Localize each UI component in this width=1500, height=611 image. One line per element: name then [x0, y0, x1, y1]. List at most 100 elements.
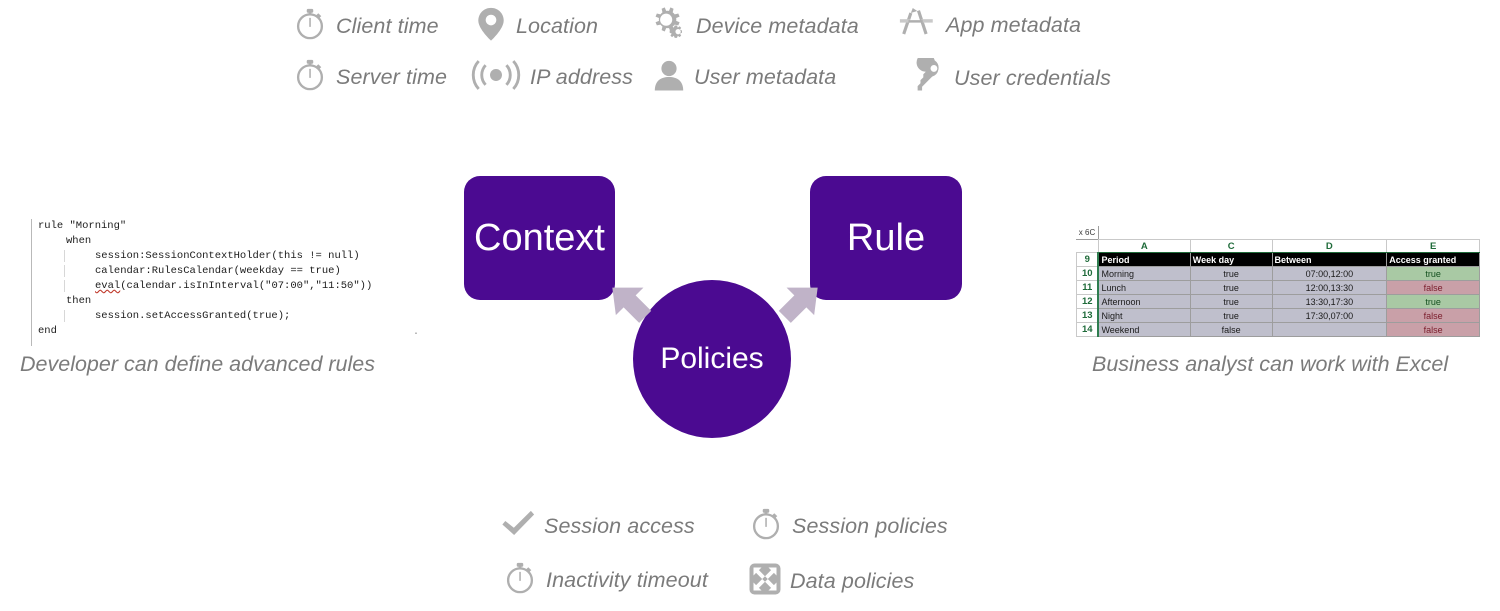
- context-node[interactable]: Context: [464, 176, 615, 300]
- excel-row-number[interactable]: 12: [1076, 294, 1100, 309]
- context-input-client-time: Client time: [292, 6, 439, 47]
- context-input-device-metadata: Device metadata: [650, 6, 859, 47]
- map-pin-icon: [474, 6, 508, 47]
- excel-cell-access-granted[interactable]: false: [1386, 322, 1480, 337]
- code-eval-token: eval: [95, 280, 121, 292]
- output-data-policies: Data policies: [748, 562, 914, 601]
- excel-cell-between[interactable]: 12:00,13:30: [1271, 280, 1388, 295]
- excel-cell-access-granted[interactable]: true: [1386, 266, 1480, 281]
- developer-caption: Developer can define advanced rules: [20, 352, 375, 376]
- excel-cell-between[interactable]: 13:30,17:30: [1271, 294, 1388, 309]
- code-line-5: eval(calendar.isInInterval("07:00","11:5…: [64, 280, 373, 292]
- excel-column-letter-e[interactable]: E: [1386, 239, 1480, 253]
- excel-cell-period[interactable]: Weekend: [1097, 322, 1191, 337]
- table-row: 12 Afternoon true 13:30,17:30 true: [1076, 294, 1480, 309]
- code-line-7: session.setAccessGranted(true);: [64, 310, 291, 322]
- drools-rule-code-snippet: rule "Morning" when session:SessionConte…: [31, 219, 421, 346]
- context-node-label: Context: [474, 217, 605, 259]
- key-icon: [912, 53, 946, 99]
- context-input-location: Location: [474, 6, 598, 47]
- context-input-label: User metadata: [694, 64, 837, 89]
- excel-grid[interactable]: A C D E 9 Period Week day Between Access…: [1076, 239, 1480, 337]
- excel-cell-period[interactable]: Morning: [1097, 266, 1191, 281]
- app-store-icon: [898, 6, 938, 45]
- context-input-label: Device metadata: [696, 13, 859, 38]
- excel-cell-week-day[interactable]: true: [1189, 280, 1273, 295]
- excel-header-period[interactable]: Period: [1097, 252, 1191, 267]
- excel-cell-between[interactable]: 07:00,12:00: [1271, 266, 1388, 281]
- policies-node[interactable]: Policies: [633, 280, 791, 438]
- excel-column-letter-a[interactable]: A: [1097, 239, 1191, 253]
- context-to-policies-arrow: [612, 287, 652, 323]
- table-row: 11 Lunch true 12:00,13:30 false: [1076, 280, 1480, 295]
- context-input-label: IP address: [530, 64, 633, 89]
- excel-cell-period[interactable]: Lunch: [1097, 280, 1191, 295]
- excel-header-access-granted[interactable]: Access granted: [1386, 252, 1480, 267]
- excel-cell-between[interactable]: [1271, 322, 1388, 337]
- excel-cell-period[interactable]: Afternoon: [1097, 294, 1191, 309]
- excel-row-number[interactable]: 13: [1076, 308, 1100, 323]
- rule-to-policies-arrow: [778, 287, 818, 323]
- excel-column-letter-d[interactable]: D: [1271, 239, 1388, 253]
- policies-node-label: Policies: [660, 342, 764, 375]
- excel-header-between[interactable]: Between: [1271, 252, 1388, 267]
- excel-column-letter-c[interactable]: C: [1189, 239, 1273, 253]
- excel-row-number[interactable]: 10: [1076, 266, 1100, 281]
- gears-icon: [650, 6, 688, 47]
- code-eval-args: (calendar.isInInterval("07:00","11:50")): [120, 280, 373, 292]
- business-analyst-caption: Business analyst can work with Excel: [1092, 352, 1449, 376]
- user-silhouette-icon: [652, 58, 686, 97]
- table-row: 9 Period Week day Between Access granted: [1076, 252, 1480, 267]
- excel-rules-table[interactable]: x 6C A C D E 9 Period Week day Between: [1076, 226, 1480, 337]
- rule-node[interactable]: Rule: [810, 176, 962, 300]
- broadcast-signal-icon: [470, 58, 522, 97]
- table-row: 14 Weekend false false: [1076, 322, 1480, 337]
- excel-cell-week-day[interactable]: true: [1189, 266, 1273, 281]
- output-inactivity-timeout: Inactivity timeout: [502, 560, 708, 601]
- excel-column-header-row: A C D E: [1076, 239, 1480, 253]
- stopwatch-icon: [502, 560, 538, 601]
- four-way-arrows-icon: [748, 562, 782, 601]
- context-input-label: Location: [516, 13, 599, 38]
- code-line-6: then: [66, 295, 92, 307]
- code-line-1: rule "Morning": [38, 220, 127, 232]
- context-input-user-metadata: User metadata: [652, 58, 836, 97]
- code-line-2: when: [66, 235, 92, 247]
- excel-cell-week-day[interactable]: true: [1189, 294, 1273, 309]
- stopwatch-icon: [292, 6, 328, 47]
- code-line-3: session:SessionContextHolder(this != nul…: [64, 250, 360, 262]
- context-input-label: App metadata: [946, 12, 1082, 37]
- context-input-label: User credentials: [954, 65, 1111, 90]
- stopwatch-icon: [748, 506, 784, 547]
- excel-row-number[interactable]: 14: [1076, 322, 1100, 337]
- checkmark-icon: [500, 508, 536, 545]
- code-trailing-mark: .: [412, 327, 419, 338]
- excel-cell-period[interactable]: Night: [1097, 308, 1191, 323]
- output-label: Session policies: [792, 513, 948, 538]
- excel-cell-week-day[interactable]: true: [1189, 308, 1273, 323]
- output-label: Data policies: [790, 568, 915, 593]
- excel-cell-week-day[interactable]: false: [1189, 322, 1273, 337]
- excel-row-number[interactable]: 9: [1076, 252, 1100, 267]
- excel-corner-cell[interactable]: [1076, 239, 1099, 253]
- output-session-policies: Session policies: [748, 506, 948, 547]
- excel-row-number[interactable]: 11: [1076, 280, 1100, 295]
- excel-cell-between[interactable]: 17:30,07:00: [1271, 308, 1388, 323]
- excel-cell-access-granted[interactable]: true: [1386, 294, 1480, 309]
- context-input-label: Client time: [336, 13, 439, 38]
- excel-header-week-day[interactable]: Week day: [1189, 252, 1273, 267]
- rule-node-label: Rule: [846, 217, 926, 259]
- context-input-ip-address: IP address: [470, 58, 633, 97]
- output-session-access: Session access: [500, 508, 695, 545]
- excel-name-box[interactable]: x 6C: [1076, 226, 1099, 240]
- excel-cell-access-granted[interactable]: false: [1386, 308, 1480, 323]
- context-input-user-credentials: User credentials: [912, 53, 1111, 99]
- context-input-server-time: Server time: [292, 57, 447, 98]
- context-input-label: Server time: [336, 64, 448, 89]
- excel-cell-access-granted[interactable]: false: [1386, 280, 1480, 295]
- output-label: Session access: [544, 513, 695, 538]
- output-label: Inactivity timeout: [546, 567, 708, 592]
- code-line-8: end: [38, 325, 57, 337]
- code-line-4: calendar:RulesCalendar(weekday == true): [64, 265, 341, 277]
